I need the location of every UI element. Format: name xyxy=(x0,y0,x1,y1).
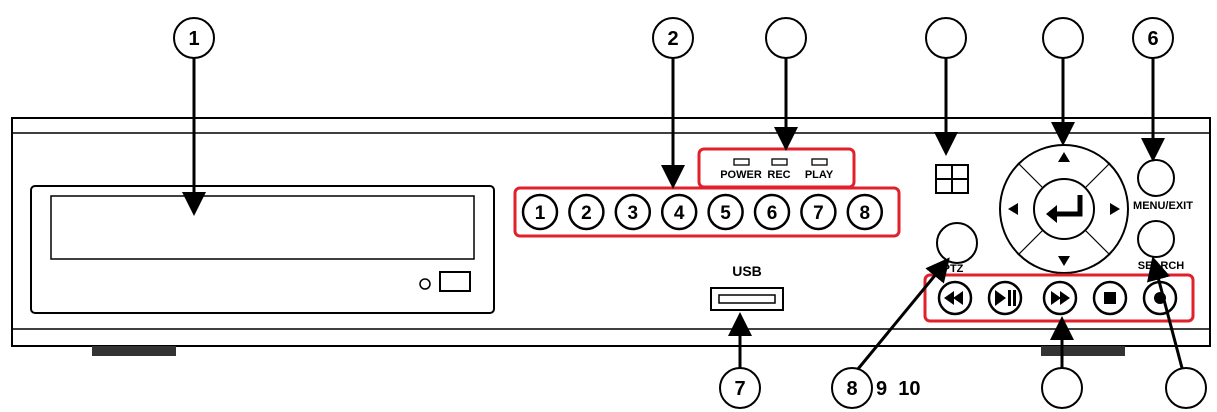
menu-exit-label: MENU/EXIT xyxy=(1133,200,1193,212)
callout-5 xyxy=(1042,17,1084,59)
menu-exit-button[interactable] xyxy=(1137,159,1175,197)
eject-button[interactable] xyxy=(439,271,471,292)
channel-button-ring[interactable] xyxy=(846,193,884,231)
arrow-8 xyxy=(856,257,950,370)
channel-button-label: 4 xyxy=(674,203,685,224)
playback-control-group xyxy=(923,273,1195,323)
channel-button-3[interactable]: 3 xyxy=(614,193,652,231)
leader-arrows xyxy=(182,58,1184,370)
stop-icon[interactable] xyxy=(1092,280,1128,316)
rec-led-label: REC xyxy=(767,169,790,181)
disc-tray xyxy=(30,185,495,314)
ptz-button[interactable] xyxy=(936,222,978,264)
callout-9 xyxy=(1041,367,1083,409)
callout-8-label: 8 xyxy=(846,378,857,400)
channel-button-4[interactable]: 4 xyxy=(660,193,698,231)
fast-forward-icon[interactable] xyxy=(1042,280,1078,316)
callout-10 xyxy=(1165,367,1207,409)
quad-split-icon[interactable] xyxy=(935,164,969,194)
direction-pad xyxy=(999,144,1129,274)
channel-button-ring[interactable] xyxy=(800,193,837,231)
channel-button-ring[interactable] xyxy=(753,193,791,231)
callout-8 xyxy=(831,367,873,409)
channel-button-group: 1 2 3 4 5 6 7 8 xyxy=(513,186,901,238)
channel-button-2[interactable]: 2 xyxy=(568,193,605,231)
play-led xyxy=(811,158,828,166)
usb-port-group: USB xyxy=(710,263,784,311)
channel-button-ring[interactable] xyxy=(660,193,698,231)
search-button[interactable] xyxy=(1137,220,1175,258)
play-pause-icon[interactable] xyxy=(987,280,1023,316)
channel-button-7[interactable]: 7 xyxy=(800,193,837,231)
channel-button-label: 8 xyxy=(860,203,871,224)
channel-button-label: 2 xyxy=(581,203,592,224)
power-led xyxy=(733,158,750,166)
channel-button-6[interactable]: 6 xyxy=(753,193,791,231)
tray-led xyxy=(419,278,431,290)
left-arrow-icon[interactable] xyxy=(1008,203,1018,215)
channel-button-label: 1 xyxy=(535,203,546,224)
up-arrow-icon[interactable] xyxy=(1058,152,1070,162)
channel-button-ring[interactable] xyxy=(568,193,605,231)
channel-button-5[interactable]: 5 xyxy=(707,193,744,231)
enter-button[interactable] xyxy=(1033,178,1095,240)
arrow-10 xyxy=(1146,256,1184,369)
callout-7-label: 7 xyxy=(734,378,745,400)
channel-button-label: 3 xyxy=(628,203,639,224)
enter-arrow-icon xyxy=(1054,195,1083,217)
power-led-label: POWER xyxy=(720,169,762,181)
right-foot xyxy=(1041,346,1125,356)
callout-8-extra-label: 9 10 xyxy=(876,378,920,400)
callout-4 xyxy=(925,17,967,59)
callout-6-label: 6 xyxy=(1147,28,1158,50)
callout-2-label: 2 xyxy=(667,28,678,50)
channel-button-label: 5 xyxy=(720,203,731,224)
callout-group: 1 2 6 7 8 9 10 xyxy=(173,17,1207,409)
channel-button-label: 6 xyxy=(767,203,778,224)
rec-led xyxy=(771,158,788,166)
search-label: SEARCH xyxy=(1138,260,1185,272)
usb-slot xyxy=(718,294,776,304)
rewind-icon[interactable] xyxy=(937,280,973,316)
channel-button-ring[interactable] xyxy=(614,193,652,231)
play-led-label: PLAY xyxy=(805,169,834,181)
channel-button-1[interactable]: 1 xyxy=(521,193,559,231)
usb-label: USB xyxy=(732,263,762,279)
channel-button-ring[interactable] xyxy=(707,193,744,231)
channel-button-8[interactable]: 8 xyxy=(846,193,884,231)
down-arrow-icon[interactable] xyxy=(1058,256,1070,266)
callout-3 xyxy=(765,17,807,59)
ptz-label: PTZ xyxy=(943,263,964,275)
channel-button-label: 7 xyxy=(813,203,824,224)
right-arrow-icon[interactable] xyxy=(1110,203,1120,215)
left-foot xyxy=(92,346,176,356)
enter-arrowhead xyxy=(1046,205,1057,223)
callout-1-label: 1 xyxy=(188,28,199,50)
tray-slot xyxy=(50,195,475,260)
channel-button-ring[interactable] xyxy=(521,193,559,231)
channel-highlight-box xyxy=(513,186,901,238)
